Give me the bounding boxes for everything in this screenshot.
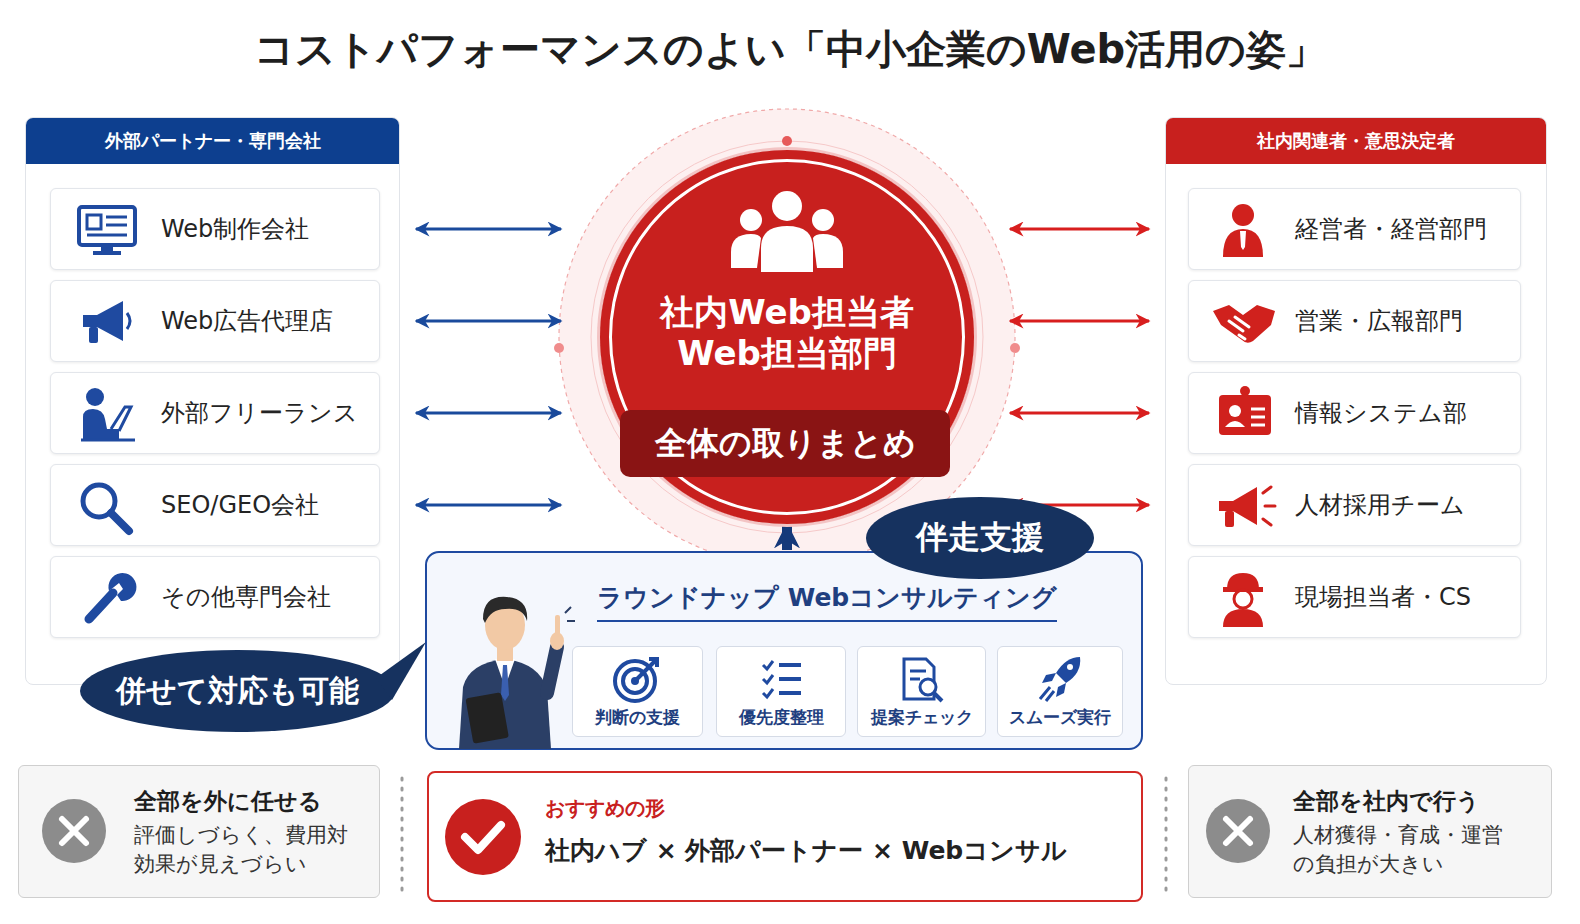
- node-label: 全体の取りまとめ: [655, 422, 916, 466]
- node-label: 全部を社内で行う: [1293, 786, 1551, 817]
- node-label: 優先度整理: [739, 706, 824, 729]
- node-label: SEO/GEO会社: [161, 489, 319, 521]
- node-label: 外部パートナー・専門会社: [26, 118, 399, 164]
- service-card: スムーズ実行: [997, 646, 1123, 737]
- partner-item: SEO/GEO会社: [50, 464, 380, 546]
- node-label: おすすめの形: [545, 795, 1141, 822]
- icon: [1213, 383, 1277, 443]
- icon: [1209, 295, 1279, 349]
- icon: [727, 188, 847, 274]
- node-label: 人材採用チーム: [1295, 489, 1465, 521]
- title: コストパフォーマンスのよい「中小企業のWeb活用の姿」: [0, 22, 1580, 77]
- icon: [75, 385, 139, 443]
- connector-arrow: [1010, 320, 1149, 323]
- node-label: 併せて対応も可能: [116, 671, 359, 712]
- stakeholder-item: 現場担当者・CS: [1188, 556, 1521, 638]
- node-body: 社内ハブ × 外部パートナー × Webコンサル: [545, 834, 1141, 867]
- connector-arrow: [416, 320, 561, 323]
- connector-arrow: [416, 228, 561, 231]
- node-label: ラウンドナップ Webコンサルティング: [597, 581, 1057, 622]
- icon: [75, 477, 139, 535]
- connector-arrow: [1010, 228, 1149, 231]
- connector-arrow: [1010, 412, 1149, 415]
- partner-item: Web広告代理店: [50, 280, 380, 362]
- node-body: 人材獲得・育成・運営の負担が大きい: [1293, 821, 1523, 880]
- partner-item: その他専門会社: [50, 556, 380, 638]
- icon: [75, 295, 139, 349]
- consulting-box: ラウンドナップ Webコンサルティング判断の支援 優先度整理 提案チェック スムーズ実…: [425, 551, 1143, 750]
- connector-arrow: [782, 525, 792, 550]
- icon: [1213, 201, 1277, 259]
- icon: [1205, 798, 1271, 864]
- node-label: 社内関連者・意思決定者: [1166, 118, 1546, 164]
- connector-arrow: [416, 504, 561, 507]
- icon: [1036, 653, 1090, 705]
- icon: [41, 798, 107, 864]
- icon: [439, 567, 569, 749]
- halo: [559, 109, 1015, 565]
- node-label: スムーズ実行: [1009, 706, 1111, 729]
- icon: [75, 569, 139, 627]
- icon: [75, 203, 139, 257]
- node-label: その他専門会社: [161, 581, 331, 613]
- node-label: 経営者・経営部門: [1295, 213, 1487, 245]
- recommended-box: おすすめの形社内ハブ × 外部パートナー × Webコンサル: [427, 771, 1143, 902]
- node-label: Web制作会社: [161, 213, 309, 245]
- node-label: 外部フリーランス: [161, 397, 358, 429]
- node-label: 判断の支援: [595, 706, 680, 729]
- node-label: 情報システム部: [1295, 397, 1467, 429]
- node-label: 社内Web担当者 Web担当部門: [637, 292, 937, 374]
- icon: [1213, 567, 1277, 629]
- callout-bubble: 伴走支援: [866, 497, 1094, 579]
- ring-dot: [554, 343, 564, 353]
- icon: [759, 657, 807, 701]
- separator: [401, 778, 404, 890]
- icon: [898, 655, 948, 705]
- stakeholder-panel: 社内関連者・意思決定者経営者・経営部門営業・広報部門情報システム部人材採用チーム…: [1165, 117, 1547, 685]
- node-label: Web広告代理店: [161, 305, 333, 337]
- stakeholder-item: 情報システム部: [1188, 372, 1521, 454]
- node-label: 現場担当者・CS: [1295, 581, 1471, 613]
- icon: [1213, 479, 1277, 533]
- stakeholder-item: 経営者・経営部門: [1188, 188, 1521, 270]
- icon: [611, 655, 663, 705]
- stakeholder-item: 営業・広報部門: [1188, 280, 1521, 362]
- partner-panel: 外部パートナー・専門会社 Web制作会社 Web広告代理店外部フリーランス SEO/G…: [25, 117, 400, 685]
- callout-bubble: 併せて対応も可能: [80, 650, 395, 732]
- hub-circle: 社内Web担当者 Web担当部門全体の取りまとめ: [600, 150, 974, 524]
- icon: [443, 797, 523, 877]
- connector-arrow: [416, 412, 561, 415]
- ring-dot: [1010, 343, 1020, 353]
- separator: [1165, 778, 1168, 890]
- hub-band: 全体の取りまとめ: [620, 410, 950, 477]
- stakeholder-item: 人材採用チーム: [1188, 464, 1521, 546]
- option-box: 全部を外に任せる評価しづらく、費用対効果が見えづらい: [18, 765, 380, 898]
- partner-item: 外部フリーランス: [50, 372, 380, 454]
- partner-item: Web制作会社: [50, 188, 380, 270]
- halo-ring: [559, 109, 1015, 565]
- service-card: 提案チェック: [857, 646, 986, 737]
- node-body: 評価しづらく、費用対効果が見えづらい: [134, 821, 364, 880]
- node-label: 営業・広報部門: [1295, 305, 1463, 337]
- option-box: 全部を社内で行う人材獲得・育成・運営の負担が大きい: [1188, 765, 1552, 898]
- node-label: 全部を外に任せる: [134, 786, 379, 817]
- node-label: 提案チェック: [871, 706, 973, 729]
- inner-ring: [591, 141, 983, 533]
- ring-dot: [782, 136, 792, 146]
- service-card: 判断の支援: [572, 646, 703, 737]
- node-label: 伴走支援: [916, 516, 1044, 560]
- service-card: 優先度整理: [716, 646, 846, 737]
